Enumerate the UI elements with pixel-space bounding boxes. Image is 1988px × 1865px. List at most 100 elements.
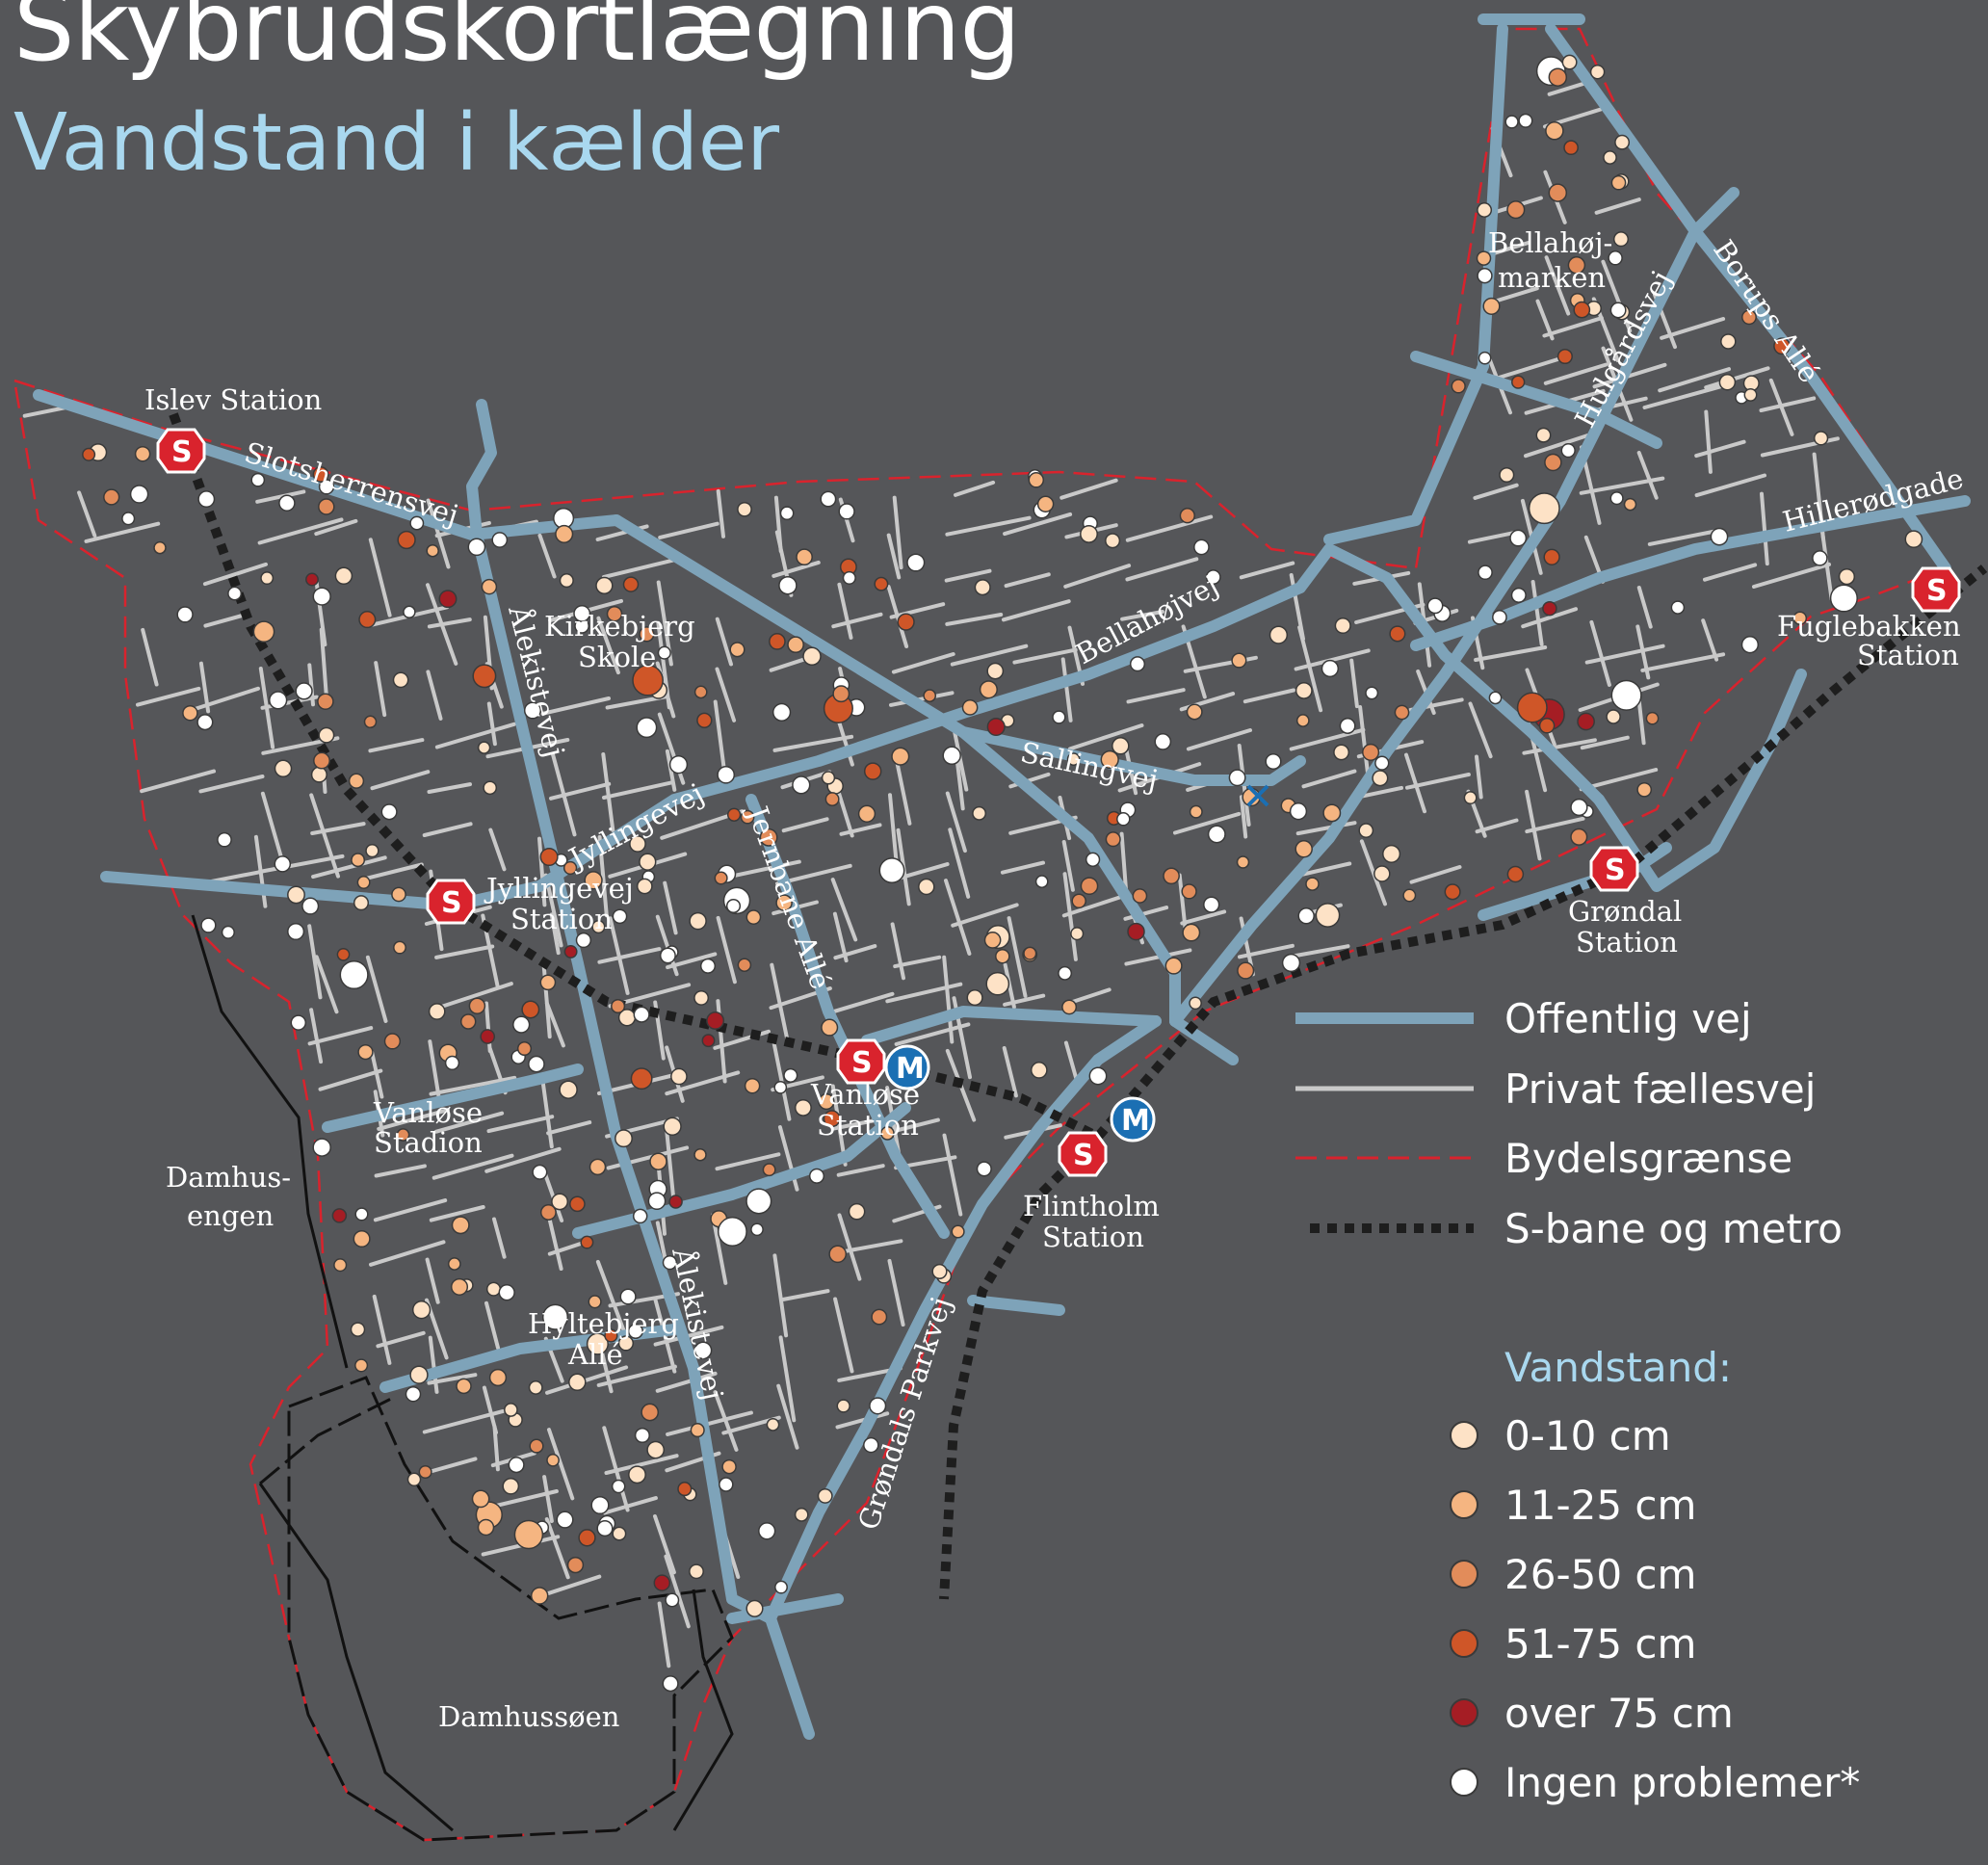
water-level-point bbox=[1181, 883, 1197, 900]
water-level-point bbox=[740, 809, 755, 825]
legend-water-level-title: Vandstand: bbox=[1504, 1344, 1732, 1391]
map-title: Skybrudskortlægning bbox=[13, 0, 1021, 83]
water-level-point bbox=[787, 636, 804, 654]
water-level-point bbox=[363, 715, 378, 729]
water-level-point bbox=[1589, 64, 1606, 80]
water-level-point bbox=[551, 1193, 569, 1211]
water-level-point bbox=[380, 803, 398, 821]
water-level-point bbox=[995, 948, 1010, 964]
water-level-point bbox=[1718, 373, 1737, 391]
water-level-point bbox=[1028, 472, 1045, 488]
water-level-point bbox=[1720, 333, 1737, 350]
district-border bbox=[13, 27, 1948, 1842]
water-level-point bbox=[1036, 495, 1055, 512]
public-roads bbox=[33, 13, 1971, 1740]
water-level-point bbox=[1499, 466, 1515, 484]
water-level-point bbox=[775, 894, 793, 911]
water-level-point bbox=[358, 611, 377, 629]
water-level-point bbox=[1518, 113, 1533, 128]
water-level-point bbox=[409, 515, 425, 531]
water-level-point bbox=[467, 538, 486, 557]
water-level-point bbox=[1773, 337, 1792, 355]
water-level-point bbox=[832, 685, 850, 703]
water-level-point bbox=[575, 932, 592, 949]
metro-station-flintholm-icon: M bbox=[1110, 1096, 1156, 1143]
water-level-point bbox=[1603, 150, 1617, 165]
water-level-point bbox=[393, 940, 406, 955]
road-vanlose-east bbox=[861, 1006, 1162, 1046]
water-level-point bbox=[1838, 567, 1856, 586]
water-level-point bbox=[665, 1592, 680, 1608]
svg-text:S: S bbox=[1073, 1139, 1094, 1172]
stations: S S S M M S S S bbox=[156, 428, 1961, 1177]
water-level-point bbox=[539, 1204, 557, 1221]
water-level-point bbox=[1506, 865, 1525, 883]
water-level-point bbox=[714, 871, 728, 885]
water-level-point bbox=[627, 1323, 643, 1339]
water-level-point bbox=[196, 714, 214, 731]
water-level-point bbox=[1548, 67, 1568, 87]
label-vanlose-stadion-1: Vanløse bbox=[373, 1096, 483, 1129]
water-level-point bbox=[1543, 548, 1560, 565]
label-bellahoj-2: marken bbox=[1498, 261, 1606, 294]
water-level-point bbox=[701, 1034, 716, 1048]
water-level-point bbox=[725, 898, 742, 914]
water-level-point bbox=[817, 1487, 833, 1504]
water-level-point bbox=[1538, 718, 1556, 734]
water-level-point bbox=[477, 1518, 495, 1537]
label-damhusengen-1: Damhus- bbox=[166, 1161, 291, 1194]
water-level-point bbox=[250, 472, 266, 487]
water-level-point bbox=[451, 1216, 470, 1235]
label-fuglebakken-2: Station bbox=[1857, 639, 1959, 671]
water-level-point bbox=[82, 447, 96, 461]
water-level-point bbox=[726, 807, 742, 822]
place-labels: Islev Station Kirkebjerg Skole Bellahøj-… bbox=[144, 226, 1961, 1733]
water-level-point bbox=[350, 1322, 366, 1337]
water-level-point bbox=[569, 1195, 586, 1213]
water-level-point bbox=[334, 566, 353, 586]
label-jyllingevej-station-1: Jyllingevej bbox=[484, 872, 634, 905]
water-level-point bbox=[312, 587, 331, 606]
water-level-point bbox=[477, 741, 491, 754]
water-level-point bbox=[630, 1067, 653, 1090]
water-level-point bbox=[1478, 351, 1492, 365]
water-level-point bbox=[456, 1378, 472, 1395]
water-level-point bbox=[619, 1288, 637, 1305]
water-level-point bbox=[1358, 823, 1374, 838]
legend-water-level-label: 26-50 cm bbox=[1504, 1551, 1696, 1598]
water-level-point bbox=[559, 1080, 578, 1099]
water-level-point bbox=[972, 805, 987, 821]
water-level-point bbox=[1373, 865, 1391, 882]
water-level-point bbox=[1030, 1062, 1048, 1079]
water-level-point bbox=[1609, 491, 1624, 506]
road-islev-north bbox=[466, 399, 497, 540]
water-level-point bbox=[584, 871, 603, 890]
water-level-point bbox=[1085, 852, 1101, 867]
water-level-point bbox=[820, 490, 837, 508]
legend-water-level-label: Ingen problemer* bbox=[1504, 1759, 1860, 1806]
water-level-point bbox=[802, 646, 822, 667]
svg-text:M: M bbox=[896, 1052, 925, 1086]
water-level-point bbox=[659, 947, 676, 964]
water-level-point bbox=[383, 1033, 402, 1050]
water-level-point bbox=[221, 925, 235, 939]
water-level-point bbox=[706, 1011, 725, 1030]
legend-water-level-label: 11-25 cm bbox=[1504, 1482, 1696, 1529]
water-level-point bbox=[1740, 636, 1760, 654]
water-level-point bbox=[986, 662, 1005, 680]
water-level-point bbox=[1528, 492, 1560, 525]
road-flintholm bbox=[765, 1015, 1162, 1740]
legend-water-level-swatch bbox=[1450, 1768, 1478, 1797]
water-level-point bbox=[573, 604, 591, 622]
water-level-point bbox=[1281, 953, 1301, 973]
water-level-point bbox=[354, 1358, 369, 1373]
map-subtitle: Vandstand i kælder bbox=[13, 97, 780, 189]
water-level-point bbox=[942, 746, 961, 766]
water-level-point bbox=[428, 1003, 446, 1020]
legend-water-level-label: 0-10 cm bbox=[1504, 1412, 1671, 1459]
water-level-point bbox=[333, 1258, 348, 1273]
water-level-point bbox=[1609, 302, 1627, 319]
water-level-point bbox=[923, 689, 937, 702]
water-level-point bbox=[539, 847, 559, 867]
water-level-point bbox=[863, 762, 882, 780]
